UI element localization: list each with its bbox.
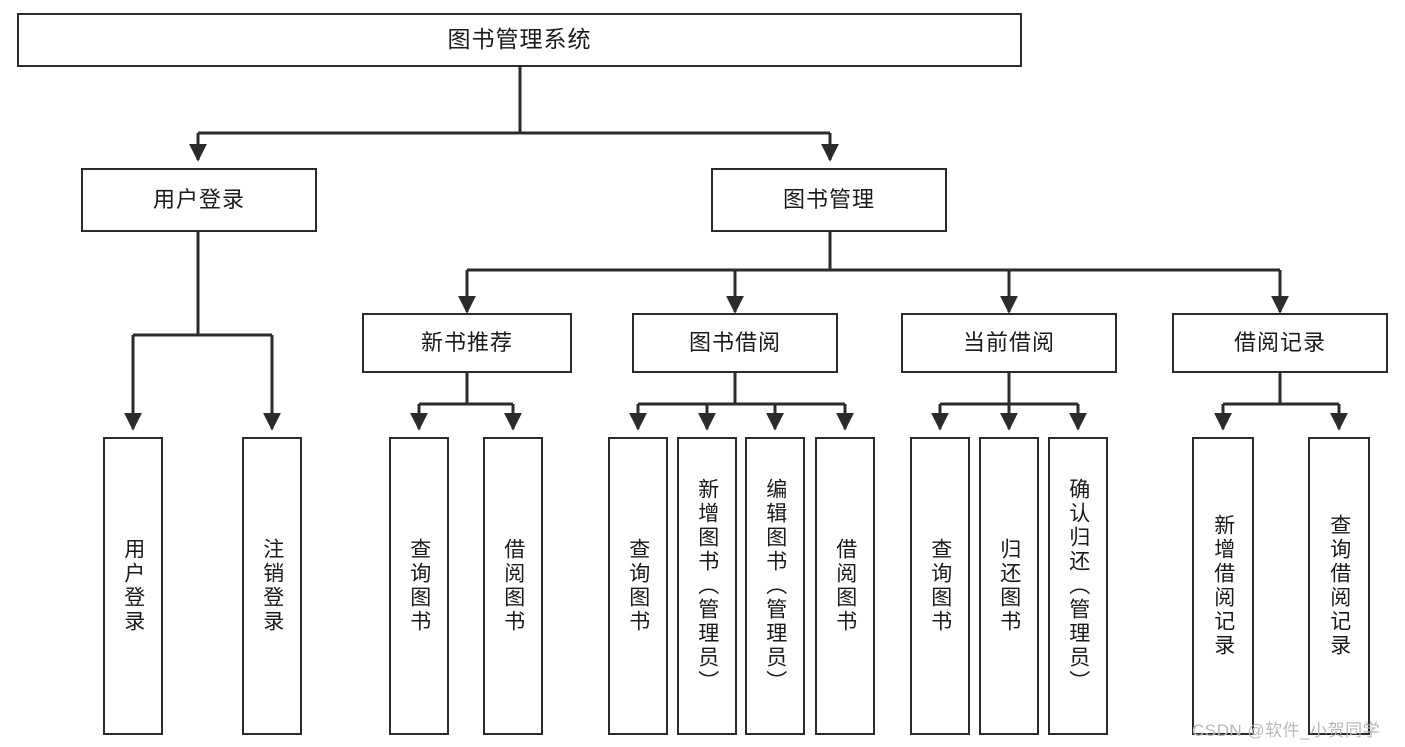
leaf-label: 新增图书（管理员）: [695, 478, 719, 694]
leaf-borrow-record-query-record[interactable]: 查询借阅记录: [1308, 437, 1370, 735]
node-book-management[interactable]: 图书管理: [711, 168, 947, 232]
node-label: 图书借阅: [688, 329, 781, 355]
leaf-label: 查询借阅记录: [1327, 514, 1351, 658]
leaf-current-borrow-query-book[interactable]: 查询图书: [910, 437, 970, 735]
node-user-login[interactable]: 用户登录: [81, 168, 317, 232]
node-current-borrowing[interactable]: 当前借阅: [901, 313, 1117, 373]
node-new-book-recommendation[interactable]: 新书推荐: [362, 313, 572, 373]
leaf-borrow-record-add-record[interactable]: 新增借阅记录: [1192, 437, 1254, 735]
leaf-new-book-borrow-book[interactable]: 借阅图书: [483, 437, 543, 735]
leaf-label: 借阅图书: [501, 538, 525, 634]
leaf-book-borrow-query-book[interactable]: 查询图书: [608, 437, 668, 735]
node-label: 图书管理: [782, 186, 875, 212]
leaf-label: 查询图书: [407, 538, 431, 634]
leaf-user-login-login[interactable]: 用户登录: [103, 437, 163, 735]
leaf-new-book-query-book[interactable]: 查询图书: [389, 437, 449, 735]
node-root-book-management-system[interactable]: 图书管理系统: [17, 13, 1022, 67]
leaf-current-borrow-confirm-return-admin[interactable]: 确认归还（管理员）: [1048, 437, 1108, 735]
leaf-book-borrow-edit-book-admin[interactable]: 编辑图书（管理员）: [745, 437, 805, 735]
node-label: 图书管理系统: [447, 26, 592, 53]
node-label: 当前借阅: [962, 329, 1055, 355]
csdn-watermark: CSDN @软件_小贺同学: [1192, 721, 1381, 740]
leaf-current-borrow-return-book[interactable]: 归还图书: [979, 437, 1039, 735]
node-label: 借阅记录: [1233, 329, 1326, 355]
node-borrowing-record[interactable]: 借阅记录: [1172, 313, 1388, 373]
node-book-borrowing[interactable]: 图书借阅: [632, 313, 838, 373]
leaf-label: 新增借阅记录: [1211, 514, 1235, 658]
leaf-label: 用户登录: [121, 538, 145, 634]
leaf-label: 借阅图书: [833, 538, 857, 634]
leaf-label: 编辑图书（管理员）: [763, 478, 787, 694]
leaf-label: 归还图书: [997, 538, 1021, 634]
node-label: 用户登录: [152, 186, 245, 212]
leaf-book-borrow-add-book-admin[interactable]: 新增图书（管理员）: [677, 437, 737, 735]
leaf-user-login-logout[interactable]: 注销登录: [242, 437, 302, 735]
leaf-label: 注销登录: [260, 538, 284, 634]
leaf-label: 确认归还（管理员）: [1066, 478, 1090, 694]
node-label: 新书推荐: [420, 329, 513, 355]
leaf-book-borrow-borrow-book[interactable]: 借阅图书: [815, 437, 875, 735]
leaf-label: 查询图书: [626, 538, 650, 634]
leaf-label: 查询图书: [928, 538, 952, 634]
